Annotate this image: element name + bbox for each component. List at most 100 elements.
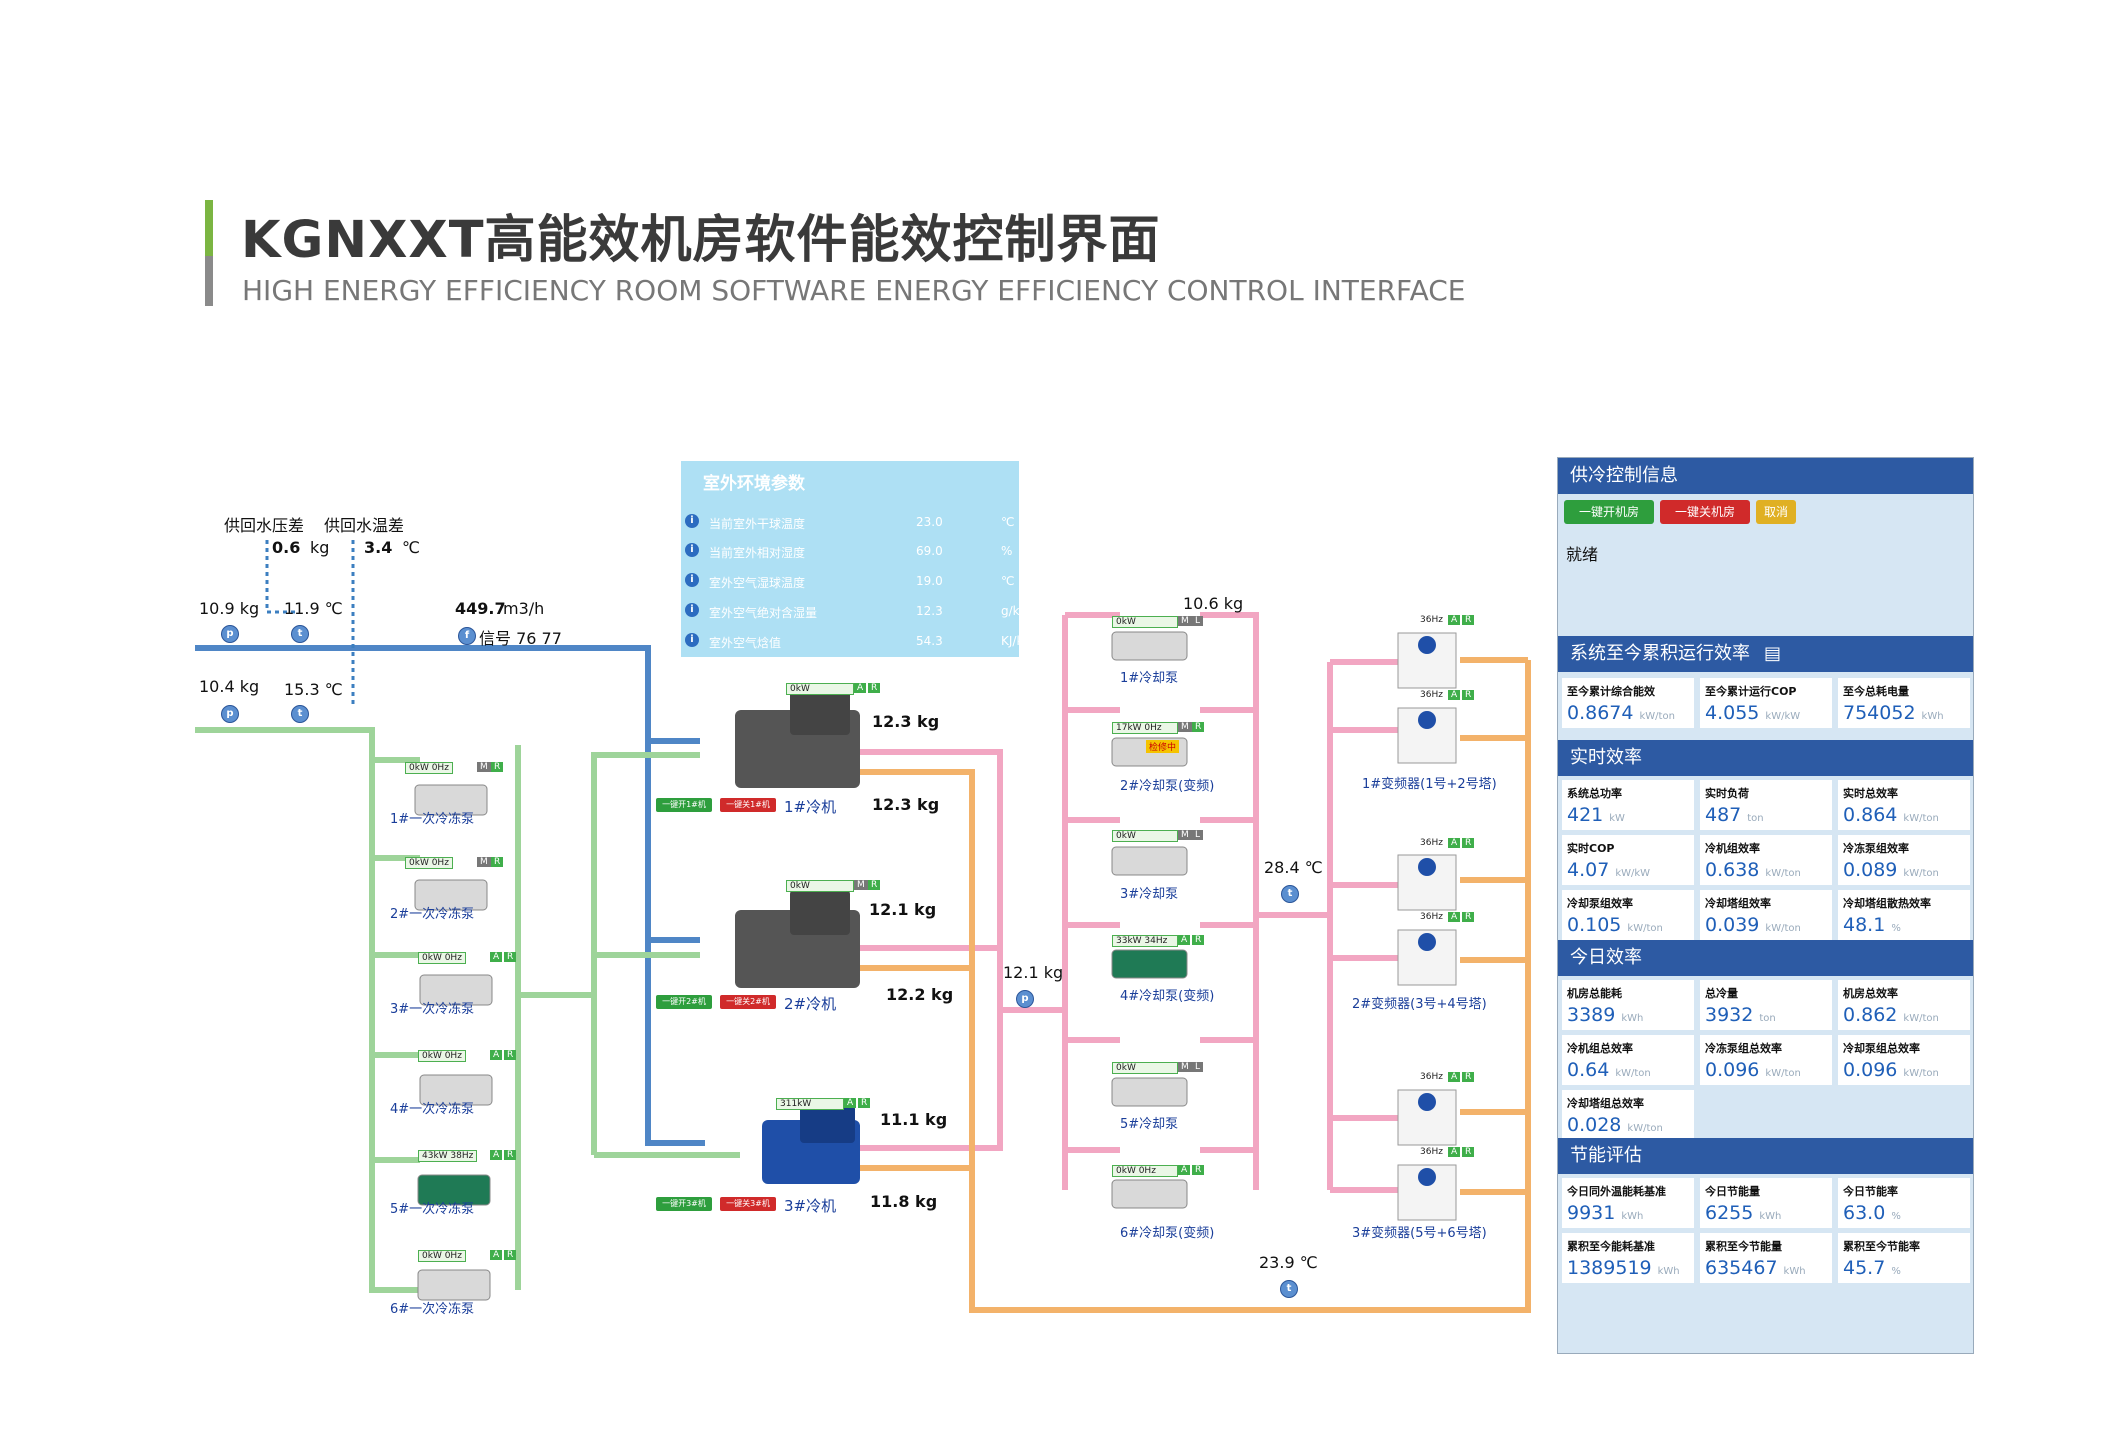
remote-badge[interactable]: L [1192,830,1204,840]
tower-hz: 36Hz [1420,1072,1443,1082]
remote-badge[interactable]: R [491,857,504,867]
remote-badge[interactable]: R [1192,935,1205,945]
mode-badge[interactable]: A [1448,838,1461,848]
remote-badge[interactable]: R [504,952,517,962]
mode-badge[interactable]: A [490,1150,503,1160]
mode-badge[interactable]: A [1448,615,1461,625]
pump-label: 3#一次冷冻泵 [390,1002,475,1017]
sensor-icon[interactable]: t [291,705,309,723]
tower-hz: 36Hz [1420,615,1443,625]
primary-pump-shapes [414,784,493,1301]
remote-badge[interactable]: R [868,880,881,890]
saving-header: 节能评估 [1558,1138,1973,1174]
remote-badge[interactable]: R [1462,615,1475,625]
remote-badge[interactable]: L [1192,1062,1204,1072]
return-pressure: 10.4 kg [199,677,260,696]
remote-badge[interactable]: R [868,683,881,693]
mode-badge[interactable]: M [477,762,491,772]
remote-badge[interactable]: R [491,762,504,772]
remote-badge[interactable]: R [1192,1165,1205,1175]
pump-label: 4#冷却泵(变频) [1120,989,1215,1004]
mode-badge[interactable]: M [1178,830,1192,840]
info-icon: i [685,543,699,557]
remote-badge[interactable]: L [1192,616,1204,626]
chiller-on-button[interactable]: 一键开3#机 [656,1197,712,1211]
chiller-label: 1#冷机 [784,798,837,816]
remote-badge[interactable]: R [1462,838,1475,848]
open-room-button[interactable]: 一键开机房 [1564,500,1654,524]
remote-badge[interactable]: R [1462,690,1475,700]
today-header: 今日效率 [1558,940,1973,976]
chiller-off-button[interactable]: 一键关1#机 [720,798,776,812]
tower-label: 2#变频器(3号+4号塔) [1352,997,1487,1012]
pump-readout: 0kW 0Hz [1112,1165,1178,1177]
pump-readout: 0kW 0Hz [418,952,466,964]
cancel-button[interactable]: 取消 [1756,500,1796,524]
remote-badge[interactable]: R [858,1098,871,1108]
pump-readout: 0kW 0Hz [405,762,453,774]
maintenance-badge: 检修中 [1146,740,1180,753]
tower-label: 1#变频器(1号+2号塔) [1362,777,1497,792]
pump-label: 1#一次冷冻泵 [390,812,475,827]
chiller-on-button[interactable]: 一键开1#机 [656,798,712,812]
remote-badge[interactable]: R [1462,912,1475,922]
calendar-icon[interactable]: ▤ [1764,643,1782,664]
flow-unit: m3/h [503,599,545,618]
pump-label: 6#冷却泵(变频) [1120,1226,1215,1241]
mode-badge[interactable]: M [1178,722,1192,732]
sensor-icon[interactable]: p [1016,990,1034,1008]
mode-badge[interactable]: A [854,683,867,693]
sensor-icon[interactable]: t [291,625,309,643]
chiller-out-pressure: 12.1 kg [869,900,937,919]
chiller-readout: 0kW [786,880,854,892]
mode-badge[interactable]: A [1448,690,1461,700]
mode-badge[interactable]: A [1178,935,1191,945]
mode-badge[interactable]: A [1178,1165,1191,1175]
subtitle-accent-bar [205,256,213,306]
tower-hz: 36Hz [1420,838,1443,848]
chiller-off-button[interactable]: 一键关2#机 [720,995,776,1009]
mode-badge[interactable]: M [477,857,491,867]
remote-badge[interactable]: R [504,1150,517,1160]
flow-sensor-icon[interactable]: f [458,627,476,645]
remote-badge[interactable]: R [1462,1072,1475,1082]
remote-badge[interactable]: R [1462,1147,1475,1157]
mode-badge[interactable]: A [844,1098,857,1108]
mode-badge[interactable]: A [1448,1072,1461,1082]
pump-readout: 0kW 0Hz [418,1050,466,1062]
pump-readout: 0kW [1112,1062,1178,1074]
chiller-on-button[interactable]: 一键开2#机 [656,995,712,1009]
remote-badge[interactable]: R [504,1250,517,1260]
sensor-icon[interactable]: p [221,625,239,643]
temp-diff-label: 供回水温差 [324,516,405,535]
tower-label: 3#变频器(5号+6号塔) [1352,1226,1487,1241]
mode-badge[interactable]: M [1178,1062,1192,1072]
mode-badge[interactable]: M [854,880,868,890]
mode-badge[interactable]: A [490,952,503,962]
close-room-button[interactable]: 一键关机房 [1660,500,1750,524]
status-text: 就绪 [1566,545,1599,564]
remote-badge[interactable]: R [1192,722,1205,732]
sensor-icon[interactable]: p [221,705,239,723]
pump-label: 2#冷却泵(变频) [1120,779,1215,794]
mode-badge[interactable]: A [490,1050,503,1060]
sensor-icon[interactable]: t [1280,1280,1298,1298]
mode-badge[interactable]: A [490,1250,503,1260]
sensor-icon[interactable]: t [1281,885,1299,903]
mode-badge[interactable]: A [1448,912,1461,922]
mode-badge[interactable]: A [1448,1147,1461,1157]
remote-badge[interactable]: R [504,1050,517,1060]
chilled-supply-pipes [195,645,705,1146]
pump-label: 3#冷却泵 [1120,887,1179,902]
chiller-off-button[interactable]: 一键关3#机 [720,1197,776,1211]
mode-badge[interactable]: M [1178,616,1192,626]
pump-label: 1#冷却泵 [1120,671,1179,686]
